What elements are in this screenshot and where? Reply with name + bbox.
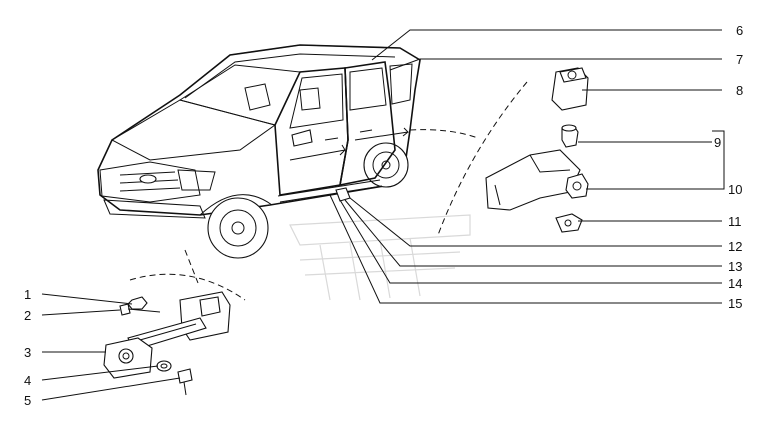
- callout-4: 4: [24, 373, 31, 388]
- emblem-watermark-icon: [289, 214, 471, 301]
- callout-12: 12: [728, 239, 742, 254]
- callout-2: 2: [24, 308, 31, 323]
- callout-3: 3: [24, 345, 31, 360]
- callout-10: 10: [728, 182, 742, 197]
- callout-13: 13: [728, 259, 742, 274]
- detail-zone-arcs: [129, 81, 528, 301]
- callout-9: 9: [714, 135, 721, 150]
- door-check-strap-assembly: [103, 291, 231, 396]
- callout-11: 11: [728, 214, 742, 229]
- callout-7: 7: [736, 52, 743, 67]
- callout-6: 6: [736, 23, 743, 38]
- callout-labels: 1 2 3 4 5 6 7 8 9 10 11 12 13 14 15: [24, 23, 743, 408]
- callout-8: 8: [736, 83, 743, 98]
- vehicle-illustration: [97, 44, 421, 259]
- door-hinge-parts: [335, 67, 589, 233]
- callout-15: 15: [728, 296, 742, 311]
- callout-5: 5: [24, 393, 31, 408]
- callout-1: 1: [24, 287, 31, 302]
- callout-14: 14: [728, 276, 742, 291]
- leader-lines: [41, 29, 725, 401]
